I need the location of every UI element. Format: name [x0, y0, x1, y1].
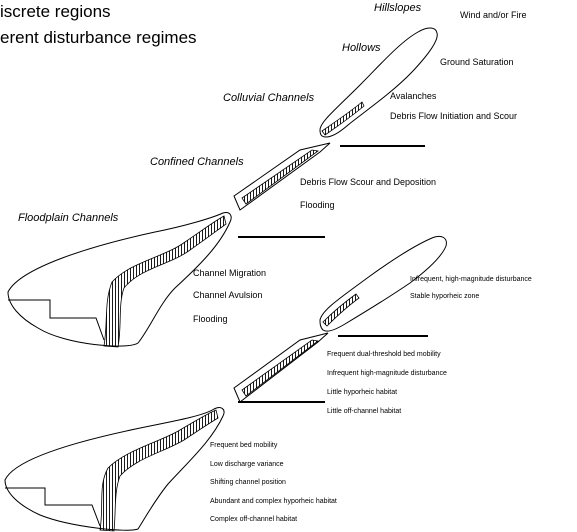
lower-colluvial-note-2: Stable hyporheic zone [410, 293, 479, 300]
label-debris-scour-deposition: Debris Flow Scour and Deposition [300, 177, 436, 187]
heading-line-2: erent disturbance regimes [0, 28, 197, 48]
lower-floodplain-note-3: Shifting channel position [210, 479, 286, 486]
label-colluvial-channels: Colluvial Channels [223, 92, 314, 104]
label-debris-initiation: Debris Flow Initiation and Scour [390, 111, 517, 121]
label-floodplain-channels: Floodplain Channels [18, 212, 118, 224]
lower-confined-channel [234, 333, 328, 402]
lower-confined-note-1: Frequent dual-threshold bed mobility [327, 351, 441, 358]
lower-floodplain-note-5: Complex off-channel habitat [210, 516, 297, 523]
lower-confined-hatch [242, 340, 318, 396]
lower-floodplain-note-2: Low discharge variance [210, 461, 284, 468]
label-channel-avulsion: Channel Avulsion [193, 290, 262, 300]
label-flooding-floodplain: Flooding [193, 314, 228, 324]
label-channel-migration: Channel Migration [193, 268, 266, 278]
label-hillslopes: Hillslopes [374, 2, 421, 14]
label-hollows: Hollows [342, 42, 381, 54]
lower-floodplain-note-1: Frequent bed mobility [210, 442, 277, 449]
lower-floodplain-channel [5, 408, 224, 531]
lower-colluvial-note-1: Infrequent, high-magnitude disturbance [410, 276, 532, 283]
lower-hollow-shape [320, 236, 446, 331]
lower-floodplain-note-4: Abundant and complex hyporheic habitat [210, 498, 337, 505]
label-flooding-confined: Flooding [300, 200, 335, 210]
label-confined-channels: Confined Channels [150, 156, 244, 168]
lower-confined-note-2: Infrequent high-magnitude disturbance [327, 370, 447, 377]
label-ground-saturation: Ground Saturation [440, 57, 514, 67]
upper-floodplain-channel [8, 213, 231, 347]
lower-confined-note-3: Little hyporheic habitat [327, 389, 397, 396]
lower-hillslope-hollow-colluvial [320, 236, 446, 336]
label-avalanches: Avalanches [390, 91, 436, 101]
label-wind-fire: Wind and/or Fire [460, 10, 527, 20]
heading-line-1: iscrete regions [0, 2, 111, 22]
lower-confined-note-4: Little off-channel habitat [327, 408, 401, 415]
upper-confined-channel [234, 143, 330, 237]
